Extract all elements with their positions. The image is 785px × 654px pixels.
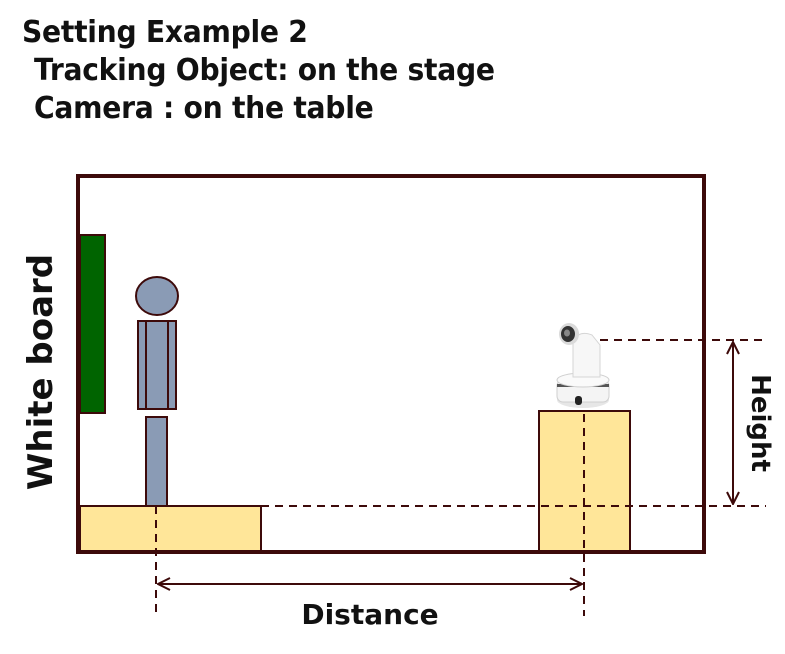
diagram-title: Setting Example 2 xyxy=(22,15,308,50)
tracking-object-person xyxy=(135,276,179,507)
distance-label: Distance xyxy=(301,598,438,631)
ptz-camera xyxy=(556,323,610,408)
whiteboard xyxy=(79,234,106,414)
stage xyxy=(79,505,262,552)
person-legs xyxy=(145,416,168,507)
camera-caption: Camera : on the table xyxy=(34,91,374,126)
tracking-object-caption: Tracking Object: on the stage xyxy=(34,53,495,88)
person-head xyxy=(135,276,179,316)
guide-lines xyxy=(155,339,766,616)
title-block: Setting Example 2 Tracking Object: on th… xyxy=(22,14,524,128)
height-label: Height xyxy=(745,374,775,472)
white-board-label: White board xyxy=(21,254,61,490)
person-torso xyxy=(137,320,177,410)
